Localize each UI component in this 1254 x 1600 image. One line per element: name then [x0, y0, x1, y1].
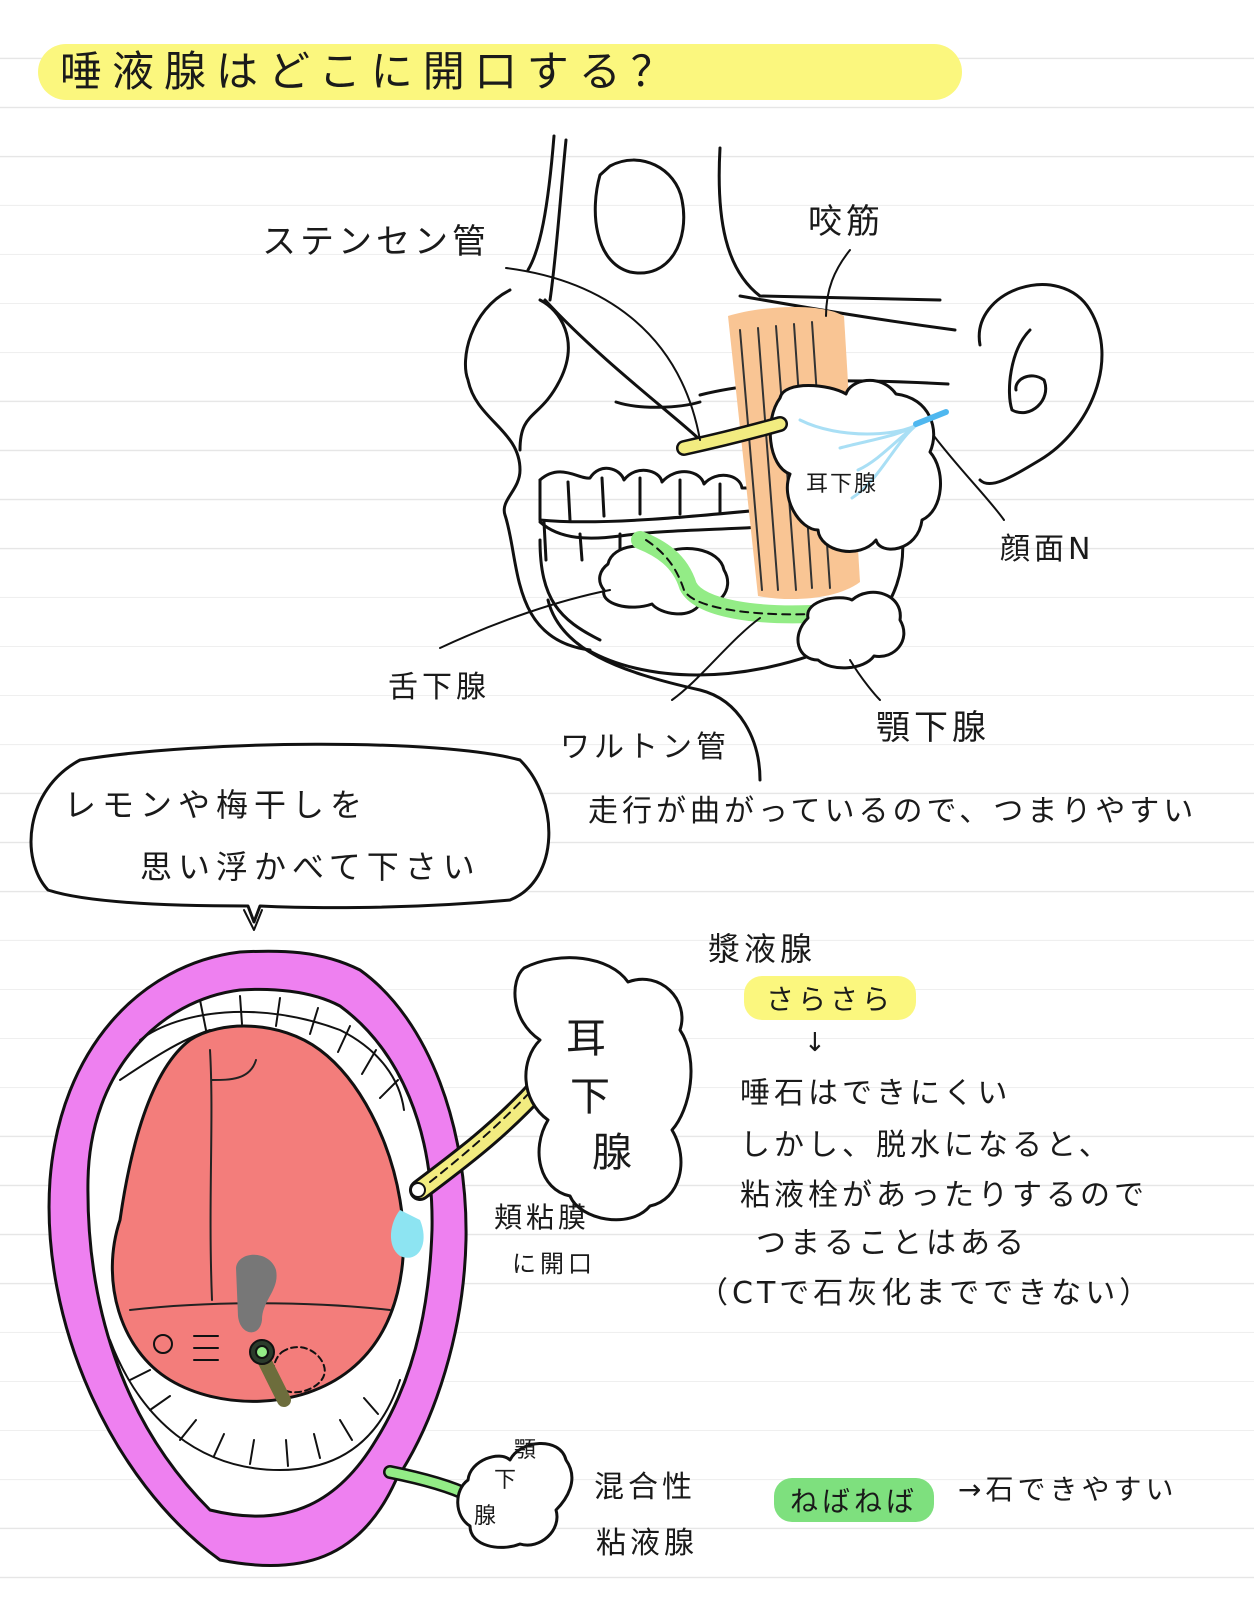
page-title: 唾液腺はどこに開口する？: [38, 44, 962, 100]
buccal-line-1: 頬粘膜: [494, 1201, 591, 1234]
parotid-duct-opening: [390, 1075, 551, 1258]
label-masseter: 咬筋: [808, 202, 884, 242]
serous-line-1: 唾石はできにくい: [740, 1076, 1012, 1111]
speech-bubble: [29, 742, 551, 924]
wharton-duct: [631, 531, 821, 624]
bubble-arrow: [243, 909, 263, 931]
label-stensen-duct: ステンセン管: [262, 222, 490, 262]
bubble-line-1: レモンや梅干しを: [64, 786, 369, 824]
sublingual-caruncle: [236, 1254, 277, 1333]
serous-line-4: つまることはある: [756, 1226, 1028, 1261]
mouth-upper-teeth: [119, 995, 405, 1111]
serous-heading: 漿液腺: [708, 930, 817, 968]
label-sublingual: 舌下腺: [388, 670, 490, 705]
submandibular-blob-top: 顎: [514, 1438, 541, 1463]
submandibular-blob-bottom: 腺: [474, 1504, 501, 1529]
bubble-line-2: 思い浮かべて下さい: [140, 848, 481, 886]
buccal-line-2: に開口: [512, 1250, 596, 1278]
serous-line-2: しかし、脱水になると、: [740, 1128, 1113, 1163]
mixed-line-1: 混合性: [594, 1470, 696, 1505]
mixed-line-2: 粘液腺: [596, 1526, 698, 1561]
parotid-gland: [768, 378, 949, 553]
label-submandibular: 顎下腺: [876, 708, 990, 748]
leader-lines: [439, 249, 1005, 701]
serous-line-3: 粘液栓があったりするので: [740, 1178, 1148, 1213]
parotid-blob: [513, 956, 693, 1222]
lower-teeth: [538, 520, 782, 562]
label-wharton-duct: ワルトン管: [560, 730, 730, 765]
mouth-lower-teeth: [109, 1339, 401, 1471]
label-parotid: 耳下腺: [806, 472, 879, 497]
parotid-blob-char-2: 下: [570, 1074, 614, 1120]
submandibular-blob: [456, 1442, 574, 1549]
label-facial-nerve: 顔面N: [1000, 532, 1095, 567]
serous-tag: さらさら: [744, 976, 917, 1020]
serous-line-5: （CTで石灰化までできない）: [698, 1276, 1154, 1311]
floor-structures: [153, 1334, 326, 1407]
stensen-duct: [676, 416, 788, 456]
parotid-blob-char-1: 耳: [566, 1016, 610, 1062]
submandibular-gland: [796, 590, 906, 670]
submandibular-blob-mid: 下: [494, 1468, 521, 1493]
wharton-note: 走行が曲がっているので、つまりやすい: [588, 794, 1198, 829]
mixed-result: →石できやすい: [958, 1473, 1178, 1506]
serous-arrow: ↓: [804, 1028, 830, 1058]
ear-outline: [977, 283, 1104, 486]
upper-teeth: [538, 466, 782, 524]
mixed-tag: ねばねば: [774, 1478, 935, 1522]
parotid-blob-char-3: 腺: [592, 1130, 636, 1176]
